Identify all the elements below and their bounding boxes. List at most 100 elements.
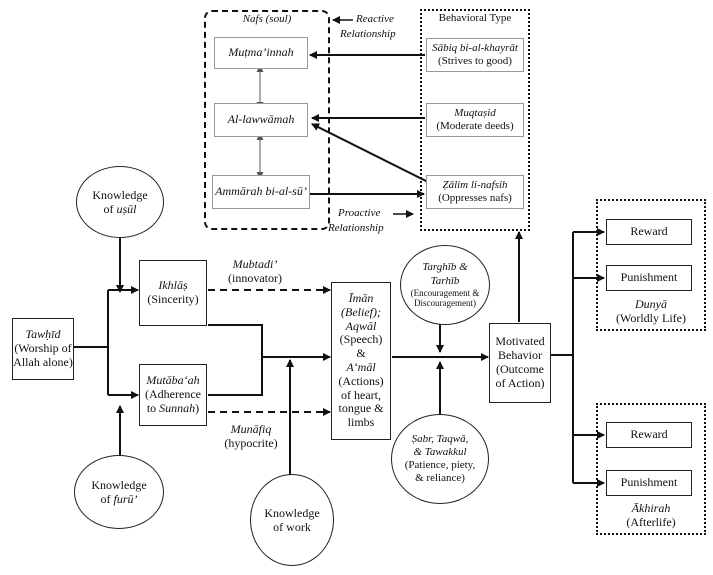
behavioral-title: Behavioral Type xyxy=(438,12,512,24)
iman-box: Īmān (Belief); Aqwāl (Speech) & A‘māl (A… xyxy=(331,282,391,440)
zalim-box: Ẓālim li-nafsih (Oppresses nafs) xyxy=(426,175,524,209)
sabiq-term: Sābiq bi-al-khayrāt xyxy=(432,42,518,55)
dunya-en: (Worldly Life) xyxy=(615,310,686,325)
punishment-akhirah-label: Punishment xyxy=(620,475,678,490)
iman-term3: A‘māl xyxy=(346,360,376,374)
iman-l3: (Actions) xyxy=(338,373,384,388)
mutabaah-box: Mutāba‘ah (Adherence to Sunnah) xyxy=(139,364,207,426)
motivated-l1: Motivated xyxy=(495,334,545,349)
reactive-label-2: Relationship xyxy=(340,28,396,40)
tawhid-line2: Allah alone) xyxy=(13,354,73,369)
knowledge-usul-of: of xyxy=(103,202,117,216)
targhib-l1: (Encouragement & xyxy=(410,287,480,298)
line-mutabaah-merge xyxy=(208,357,263,396)
iman-l1: (Belief); xyxy=(341,304,381,319)
punishment-dunya-label: Punishment xyxy=(620,270,678,285)
lawwamah-box: Al-lawwāmah xyxy=(214,103,308,137)
lawwamah-label: Al-lawwāmah xyxy=(227,112,295,127)
iman-term2: Aqwāl xyxy=(345,318,377,333)
targhib-term1: Targhīb & xyxy=(422,261,468,274)
targhib-l2: Discouragement) xyxy=(414,298,476,309)
ammarah-box: Ammārah bi-al-sū’ xyxy=(212,175,310,209)
knowledge-furu-line1: Knowledge xyxy=(91,477,147,492)
sabiq-en: (Strives to good) xyxy=(438,55,512,67)
ikhlas-en: (Sincerity) xyxy=(147,292,199,306)
knowledge-usul-term: uṣūl xyxy=(116,202,137,216)
knowledge-furu-line2: of furū’ xyxy=(101,492,138,506)
muqtasid-box: Muqtaṣid (Moderate deeds) xyxy=(426,103,524,137)
iman-l4: of heart, xyxy=(341,387,381,402)
sabr-l2: & reliance) xyxy=(415,472,465,485)
akhirah-caption: Ākhirah (Afterlife) xyxy=(596,501,706,530)
mutabaah-to: to xyxy=(146,400,160,415)
ammarah-label: Ammārah bi-al-sū’ xyxy=(215,184,307,199)
proactive-label-2: Relationship xyxy=(328,222,384,234)
mutabaah-line2: to Sunnah) xyxy=(146,400,200,416)
reward-akhirah-box: Reward xyxy=(606,422,692,448)
mutabaah-term: Mutāba‘ah xyxy=(146,373,200,388)
ikhlas-term: Ikhlāṣ xyxy=(158,278,188,293)
dunya-frame xyxy=(596,199,706,331)
knowledge-usul-line1: Knowledge xyxy=(92,187,148,202)
akhirah-term: Ākhirah xyxy=(631,501,671,515)
muqtasid-term: Muqtaṣid xyxy=(454,107,496,120)
knowledge-usul-circle: Knowledge of uṣūl xyxy=(76,166,164,238)
mubtadi-en: (innovator) xyxy=(228,270,282,285)
nafs-frame xyxy=(204,10,330,230)
motivated-l2: Behavior xyxy=(498,348,542,363)
knowledge-work-line1: Knowledge xyxy=(264,505,320,520)
iman-l5: tongue & xyxy=(338,401,384,416)
knowledge-furu-circle: Knowledge of furū’ xyxy=(74,455,164,529)
mubtadi-term: Mubtadi’ xyxy=(232,257,278,271)
munafiq-en: (hypocrite) xyxy=(224,435,278,450)
mutmainnah-label: Muṭma’innah xyxy=(228,45,294,60)
akhirah-en: (Afterlife) xyxy=(626,514,676,529)
targhib-circle: Targhīb & Tarhīb (Encouragement & Discou… xyxy=(400,245,490,325)
knowledge-usul-line2: of uṣūl xyxy=(103,202,136,216)
line-ikhlas-merge xyxy=(208,324,263,357)
motivated-l4: of Action) xyxy=(495,375,545,390)
punishment-dunya-box: Punishment xyxy=(606,265,692,291)
mutabaah-line1: (Adherence xyxy=(145,387,201,402)
sabr-term2: & Tawakkul xyxy=(413,445,467,458)
knowledge-work-circle: Knowledge of work xyxy=(250,474,334,566)
sabr-circle: Ṣabr, Taqwā, & Tawakkul (Patience, piety… xyxy=(391,414,489,504)
mutmainnah-box: Muṭma’innah xyxy=(214,37,308,69)
knowledge-work-line2: of work xyxy=(273,520,311,534)
knowledge-furu-of: of xyxy=(100,492,114,506)
targhib-term2: Tarhīb xyxy=(430,274,460,287)
dunya-caption: Dunyā (Worldly Life) xyxy=(596,297,706,326)
munafiq-label: Munāfiq (hypocrite) xyxy=(210,422,292,451)
munafiq-term: Munāfiq xyxy=(230,422,272,436)
arrow-zalim-lawwamah xyxy=(311,123,429,183)
punishment-akhirah-box: Punishment xyxy=(606,470,692,496)
mutabaah-close: ) xyxy=(195,400,200,415)
reward-akhirah-label: Reward xyxy=(630,427,668,442)
tawhid-term: Tawḥīd xyxy=(25,327,61,342)
motivated-behavior-box: Motivated Behavior (Outcome of Action) xyxy=(489,323,551,403)
tawhid-line1: (Worship of xyxy=(14,341,72,356)
reward-dunya-label: Reward xyxy=(630,224,668,239)
knowledge-furu-term: furū’ xyxy=(113,492,138,506)
tawhid-box: Tawḥīd (Worship of Allah alone) xyxy=(12,318,74,380)
sabr-l1: (Patience, piety, xyxy=(404,459,476,471)
mubtadi-label: Mubtadi’ (innovator) xyxy=(214,257,296,286)
iman-l2: (Speech) xyxy=(339,332,383,347)
reactive-label-1: Reactive xyxy=(356,13,394,25)
dunya-term: Dunyā xyxy=(635,297,667,311)
behavioral-frame xyxy=(420,9,530,231)
reward-dunya-box: Reward xyxy=(606,219,692,245)
muqtasid-en: (Moderate deeds) xyxy=(436,120,514,132)
zalim-term: Ẓālim li-nafsih xyxy=(442,179,508,192)
proactive-label-1: Proactive xyxy=(338,207,381,219)
iman-amp: & xyxy=(356,346,366,361)
nafs-title: Nafs (soul) xyxy=(242,13,292,25)
mutabaah-sunnah: Sunnah xyxy=(159,400,196,415)
motivated-l3: (Outcome xyxy=(496,362,544,376)
ikhlas-box: Ikhlāṣ (Sincerity) xyxy=(139,260,207,326)
zalim-en: (Oppresses nafs) xyxy=(438,192,512,204)
iman-term1: Īmān xyxy=(348,291,374,306)
iman-l6: limbs xyxy=(347,415,375,430)
sabiq-box: Sābiq bi-al-khayrāt (Strives to good) xyxy=(426,38,524,72)
sabr-term1: Ṣabr, Taqwā, xyxy=(411,432,469,445)
